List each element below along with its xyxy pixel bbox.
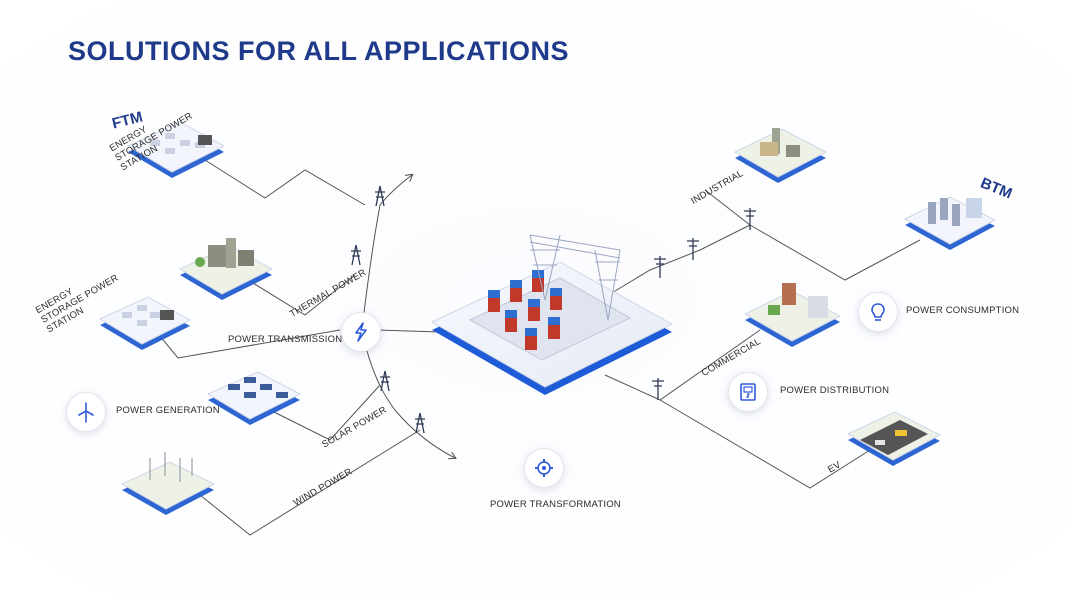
transmission-arrow-up [361, 175, 412, 331]
industrial-tile [733, 128, 828, 183]
lightbulb-icon [871, 303, 885, 321]
gear-icon [535, 459, 553, 477]
wind-line [199, 429, 421, 536]
power-generation-badge [66, 392, 106, 432]
ev-line [659, 399, 871, 489]
commercial-tile [743, 283, 842, 347]
power-transmission-label: POWER TRANSMISSION [228, 334, 343, 345]
btm-tile [903, 196, 997, 250]
power-distribution-badge [728, 372, 768, 412]
lightning-icon [355, 322, 367, 342]
power-transmission-badge [341, 312, 381, 352]
wind-tile [120, 452, 216, 515]
btm-line [749, 224, 921, 281]
thermal-line [239, 274, 356, 316]
power-distribution-label: POWER DISTRIBUTION [780, 385, 890, 396]
solar-line [269, 384, 381, 441]
ftm-storage-tile [126, 121, 226, 178]
power-transformation-label: POWER TRANSFORMATION [490, 499, 621, 510]
power-transformation-badge [524, 448, 564, 488]
thermal-tile [178, 238, 274, 300]
substation-illustration [430, 234, 674, 395]
power-consumption-label: POWER CONSUMPTION [906, 305, 1020, 316]
wind-turbine-icon [78, 402, 94, 423]
ev-tile [846, 411, 942, 466]
transmission-arrow-down [361, 329, 455, 458]
ftm-storage-line [204, 159, 366, 206]
solar-tile [206, 371, 302, 425]
hub-to-substation-line [377, 329, 441, 333]
storage-tile [98, 296, 192, 350]
power-generation-label: POWER GENERATION [116, 405, 220, 416]
industrial-line [704, 189, 751, 226]
industrial-feed [599, 224, 751, 301]
power-consumption-badge [858, 292, 898, 332]
meter-icon [740, 383, 756, 401]
page-title: SOLUTIONS FOR ALL APPLICATIONS [68, 36, 569, 66]
